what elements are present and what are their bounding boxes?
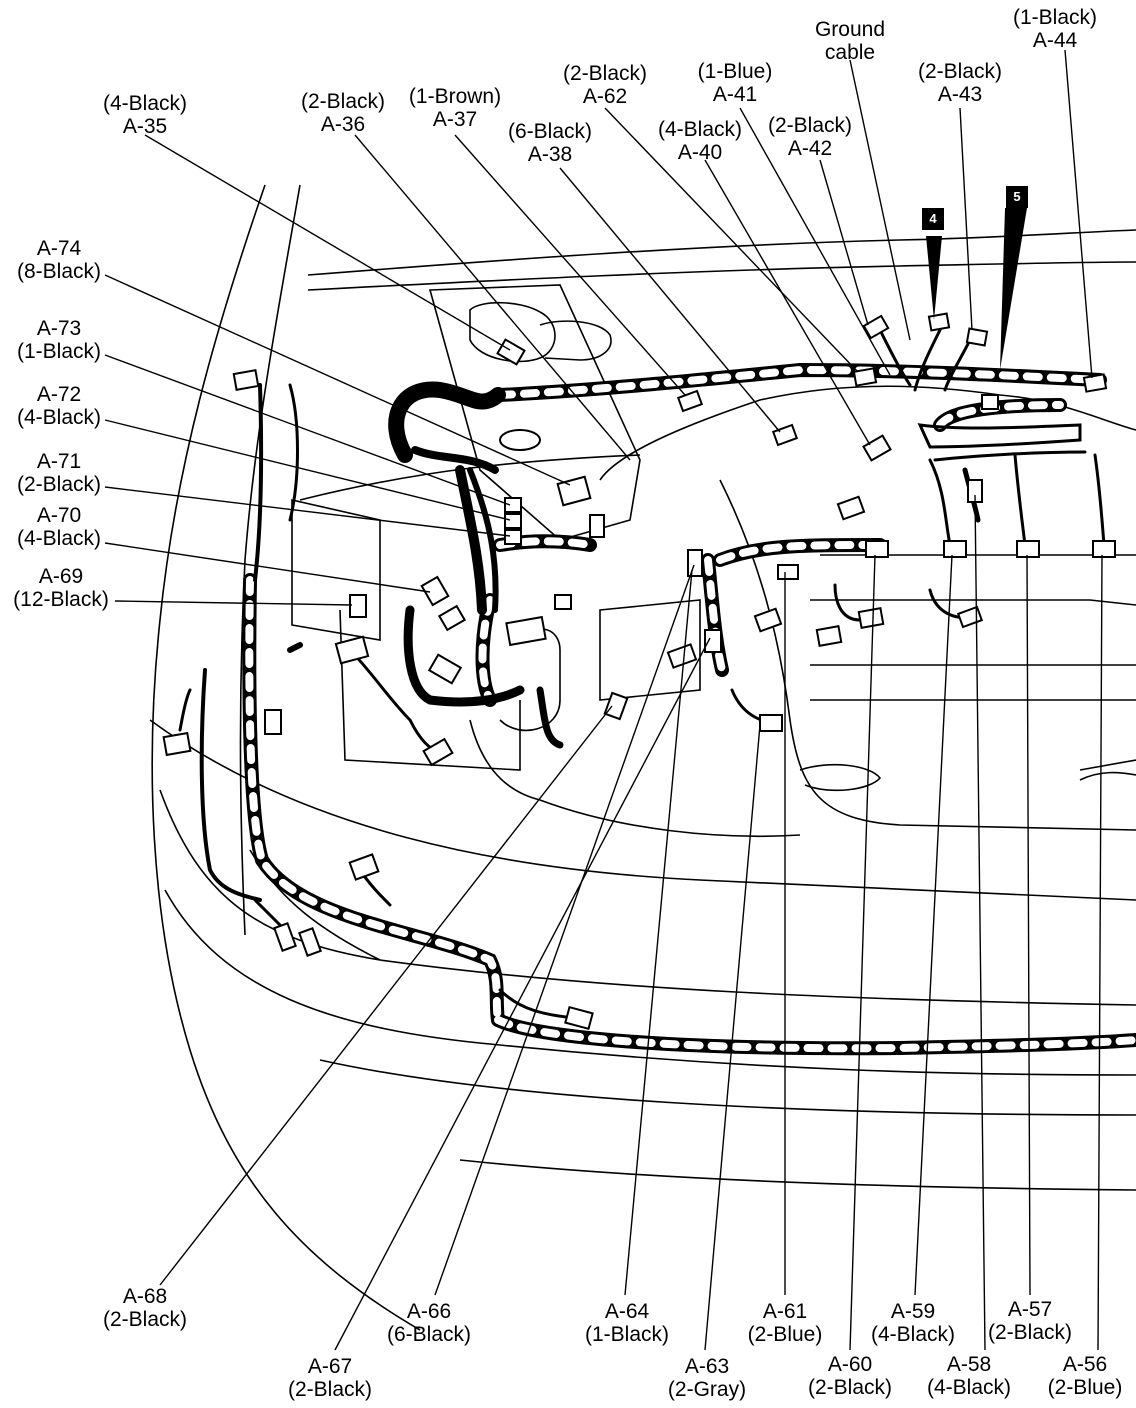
vehicle-body-outline xyxy=(149,184,1136,1331)
label-a35-id: A-35 xyxy=(122,115,168,138)
label-a41: (1-Blue) A-41 xyxy=(685,60,785,106)
label-a71-id: A-71 xyxy=(36,450,82,473)
label-a60: A-60 (2-Black) xyxy=(795,1353,905,1399)
label-a59-color: (4-Black) xyxy=(870,1323,955,1346)
label-ground-line2: cable xyxy=(824,41,876,64)
label-a38-color: (6-Black) xyxy=(507,120,592,143)
label-a72-color: (4-Black) xyxy=(16,406,101,429)
label-a40-id: A-40 xyxy=(677,141,723,164)
label-a44: (1-Black) A-44 xyxy=(1000,6,1110,52)
label-a41-color: (1-Blue) xyxy=(697,60,773,83)
label-a70-color: (4-Black) xyxy=(16,527,101,550)
label-a71: A-71 (2-Black) xyxy=(4,450,114,496)
label-a60-id: A-60 xyxy=(827,1353,873,1376)
label-a66-id: A-66 xyxy=(406,1300,452,1323)
label-a69-id: A-69 xyxy=(38,565,84,588)
label-a37-id: A-37 xyxy=(432,108,478,131)
label-a43: (2-Black) A-43 xyxy=(905,60,1015,106)
label-a56: A-56 (2-Blue) xyxy=(1036,1353,1134,1399)
label-a67-id: A-67 xyxy=(307,1355,353,1378)
label-a40-color: (4-Black) xyxy=(657,118,742,141)
connectors xyxy=(162,312,1116,1031)
label-a58-id: A-58 xyxy=(946,1353,992,1376)
label-a66: A-66 (6-Black) xyxy=(374,1300,484,1346)
label-a63-id: A-63 xyxy=(684,1355,730,1378)
label-a57-color: (2-Black) xyxy=(987,1321,1072,1344)
label-a72-id: A-72 xyxy=(36,383,82,406)
label-a66-color: (6-Black) xyxy=(386,1323,471,1346)
label-a67-color: (2-Black) xyxy=(287,1378,372,1401)
label-a35: (4-Black) A-35 xyxy=(90,92,200,138)
label-a69-color: (12-Black) xyxy=(13,588,109,611)
label-a73-id: A-73 xyxy=(36,317,82,340)
label-a57: A-57 (2-Black) xyxy=(975,1298,1085,1344)
label-a72: A-72 (4-Black) xyxy=(4,383,114,429)
label-a68-id: A-68 xyxy=(122,1285,168,1308)
leader-lines xyxy=(104,49,1103,1351)
reference-marker-5: 5 xyxy=(1006,186,1028,208)
label-a62-id: A-62 xyxy=(582,85,628,108)
label-a60-color: (2-Black) xyxy=(807,1376,892,1399)
label-a44-color: (1-Black) xyxy=(1012,6,1097,29)
label-a74-color: (8-Black) xyxy=(16,260,101,283)
label-a67: A-67 (2-Black) xyxy=(275,1355,385,1401)
label-a42-color: (2-Black) xyxy=(767,114,852,137)
label-a73: A-73 (1-Black) xyxy=(4,317,114,363)
label-a63-color: (2-Gray) xyxy=(667,1378,747,1401)
label-a38: (6-Black) A-38 xyxy=(495,120,605,166)
label-a61-color: (2-Blue) xyxy=(747,1323,823,1346)
label-a64-id: A-64 xyxy=(604,1300,650,1323)
label-a57-id: A-57 xyxy=(1007,1298,1053,1321)
label-a64-color: (1-Black) xyxy=(584,1323,669,1346)
label-a56-color: (2-Blue) xyxy=(1047,1376,1123,1399)
label-a43-color: (2-Black) xyxy=(917,60,1002,83)
label-a38-id: A-38 xyxy=(527,143,573,166)
label-a41-id: A-41 xyxy=(712,83,758,106)
label-a36-id: A-36 xyxy=(320,113,366,136)
label-a59: A-59 (4-Black) xyxy=(858,1300,968,1346)
label-a37-color: (1-Brown) xyxy=(408,85,502,108)
label-a68: A-68 (2-Black) xyxy=(90,1285,200,1331)
label-a37: (1-Brown) A-37 xyxy=(396,85,514,131)
label-a35-color: (4-Black) xyxy=(102,92,187,115)
label-a63: A-63 (2-Gray) xyxy=(652,1355,762,1401)
reference-marker-4: 4 xyxy=(922,208,944,230)
label-a62-color: (2-Black) xyxy=(562,62,647,85)
wiring-harness xyxy=(178,328,1136,1056)
label-a64: A-64 (1-Black) xyxy=(572,1300,682,1346)
label-a62: (2-Black) A-62 xyxy=(550,62,660,108)
label-a68-color: (2-Black) xyxy=(102,1308,187,1331)
label-a70-id: A-70 xyxy=(36,504,82,527)
label-a36: (2-Black) A-36 xyxy=(288,90,398,136)
label-a56-id: A-56 xyxy=(1062,1353,1108,1376)
label-a73-color: (1-Black) xyxy=(16,340,101,363)
label-a61: A-61 (2-Blue) xyxy=(730,1300,840,1346)
label-a43-id: A-43 xyxy=(937,83,983,106)
label-a58-color: (4-Black) xyxy=(926,1376,1011,1399)
label-a42: (2-Black) A-42 xyxy=(755,114,865,160)
label-a71-color: (2-Black) xyxy=(16,473,101,496)
reference-arrows xyxy=(926,208,1027,370)
label-ground-line1: Ground xyxy=(814,18,886,41)
label-a42-id: A-42 xyxy=(787,137,833,160)
label-a58: A-58 (4-Black) xyxy=(914,1353,1024,1399)
label-a69: A-69 (12-Black) xyxy=(2,565,120,611)
label-a44-id: A-44 xyxy=(1032,29,1078,52)
label-a59-id: A-59 xyxy=(890,1300,936,1323)
label-a74: A-74 (8-Black) xyxy=(4,237,114,283)
label-a36-color: (2-Black) xyxy=(300,90,385,113)
label-a70: A-70 (4-Black) xyxy=(4,504,114,550)
label-a40: (4-Black) A-40 xyxy=(645,118,755,164)
label-a74-id: A-74 xyxy=(36,237,82,260)
label-ground-cable: Ground cable xyxy=(795,18,905,64)
label-a61-id: A-61 xyxy=(762,1300,808,1323)
